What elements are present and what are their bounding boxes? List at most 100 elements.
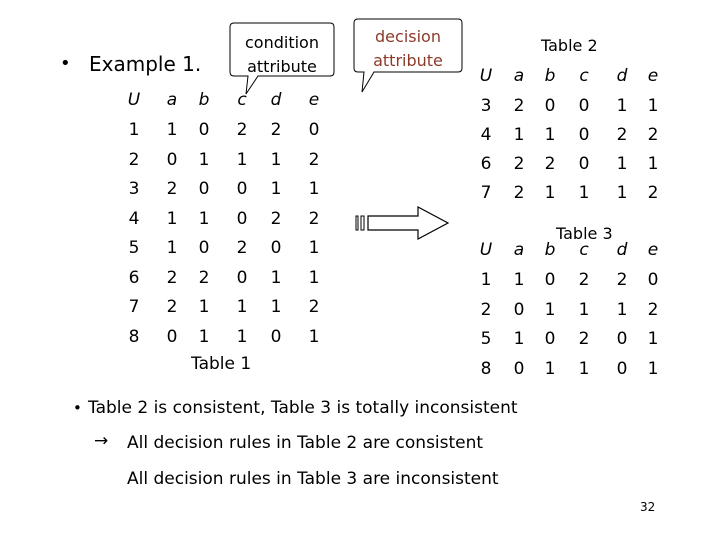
table-2-cell: 2 — [647, 125, 659, 145]
table-2-cell: 1 — [544, 125, 556, 145]
table-1-cell: 1 — [308, 238, 320, 258]
table-2-header-d: d — [616, 66, 628, 86]
decision-attribute-callout: decision attribute — [352, 18, 464, 93]
table-3-cell: 0 — [544, 329, 556, 349]
table-1-cell: 1 — [236, 326, 248, 347]
table-3-cell: 2 — [647, 299, 659, 320]
table-1-cell: 0 — [198, 120, 210, 140]
table-1-cell: 2 — [166, 297, 178, 317]
table-3-cell: 1 — [647, 358, 659, 379]
table-1-cell: 1 — [166, 120, 178, 140]
table-1-cell: 6 — [128, 267, 140, 288]
table-1-header-u: U — [127, 90, 141, 110]
table-1-cell: 0 — [270, 326, 282, 347]
table-3-caption: Table 3 — [556, 224, 613, 243]
example-bullet: • — [60, 53, 71, 74]
conclusion-bullet: • — [73, 399, 82, 417]
table-2-cell: 0 — [578, 96, 590, 116]
table-1-cell: 0 — [166, 326, 178, 347]
table-2-header-c: c — [579, 66, 589, 86]
table-2-cell: 2 — [544, 154, 556, 174]
table-3-header-row: U a b c d e — [0, 240, 720, 260]
table-1-cell: 0 — [236, 179, 248, 199]
table-1-cell: 1 — [270, 297, 282, 317]
table-1-cell: 5 — [128, 238, 140, 258]
table-2-cell: 1 — [578, 183, 590, 203]
table-2-cell: 1 — [616, 183, 628, 203]
decision-callout-line2: attribute — [373, 51, 443, 70]
table-1-cell: 3 — [128, 179, 140, 199]
table-1-cell: 0 — [236, 267, 248, 288]
condition-attribute-callout: condition attribute — [228, 22, 336, 95]
table-3-header-b: b — [544, 240, 556, 260]
table-3-header-a: a — [513, 240, 525, 260]
double-arrow-right-icon — [354, 206, 450, 240]
table-2-cell: 2 — [616, 125, 628, 145]
table-3-header-e: e — [647, 240, 659, 260]
table-1-header-c: c — [237, 90, 247, 110]
table-1-cell: 1 — [198, 326, 210, 347]
table-2-cell: 2 — [513, 183, 525, 203]
table-1-cell: 1 — [166, 238, 178, 258]
table-1-header-b: b — [198, 90, 210, 110]
table-2-cell: 1 — [513, 125, 525, 145]
table-1-cell: 2 — [128, 149, 140, 170]
example-title: Example 1. — [89, 52, 202, 76]
table-2-cell: 7 — [480, 183, 492, 203]
table-3-cell: 1 — [544, 299, 556, 320]
table-1-cell: 2 — [308, 208, 320, 229]
table-1-cell: 2 — [270, 208, 282, 229]
table-2-header-u: U — [479, 66, 493, 86]
table-1-caption: Table 1 — [191, 354, 252, 374]
table-2-cell: 4 — [480, 125, 492, 145]
table-3-header-d: d — [616, 240, 628, 260]
table-2-header-e: e — [647, 66, 659, 86]
table-1-header-e: e — [308, 90, 320, 110]
table-3-cell: 1 — [480, 270, 492, 290]
table-3-cell: 1 — [578, 358, 590, 379]
table-3-cell: 8 — [480, 358, 492, 379]
table-1-cell: 0 — [236, 208, 248, 229]
table-1-cell: 2 — [166, 267, 178, 288]
table-3-cell: 0 — [544, 270, 556, 290]
table-3-cell: 2 — [578, 329, 590, 349]
implies-arrow: → — [94, 431, 109, 451]
table-3-cell: 2 — [616, 270, 628, 290]
table-1-cell: 1 — [198, 297, 210, 317]
table-1-cell: 2 — [308, 297, 320, 317]
table-2-cell: 1 — [647, 154, 659, 174]
table-2-cell: 2 — [647, 183, 659, 203]
table-3-cell: 2 — [480, 299, 492, 320]
conclusion-line-2: All decision rules in Table 2 are consis… — [127, 433, 484, 453]
table-3-cell: 0 — [647, 270, 659, 290]
condition-callout-line2: attribute — [247, 57, 317, 76]
table-3-header-u: U — [479, 240, 493, 260]
table-3-cell: 1 — [513, 329, 525, 349]
table-3-cell: 1 — [578, 299, 590, 320]
table-1-header-row: U a b c d e — [0, 90, 720, 110]
table-1-cell: 1 — [128, 120, 140, 140]
table-3-cell: 1 — [616, 299, 628, 320]
table-1-cell: 8 — [128, 326, 140, 347]
table-3-cell: 2 — [578, 270, 590, 290]
table-1-cell: 2 — [236, 238, 248, 258]
table-1-cell: 1 — [236, 297, 248, 317]
table-2-cell: 1 — [544, 183, 556, 203]
table-1-cell: 1 — [198, 149, 210, 170]
table-2-cell: 0 — [578, 125, 590, 145]
table-3-cell: 0 — [616, 358, 628, 379]
table-1-cell: 1 — [166, 208, 178, 229]
table-1-cell: 2 — [270, 120, 282, 140]
table-1-cell: 0 — [198, 238, 210, 258]
table-3-cell: 5 — [480, 329, 492, 349]
table-2-cell: 1 — [647, 96, 659, 116]
table-3-cell: 0 — [513, 299, 525, 320]
table-1-cell: 1 — [270, 267, 282, 288]
